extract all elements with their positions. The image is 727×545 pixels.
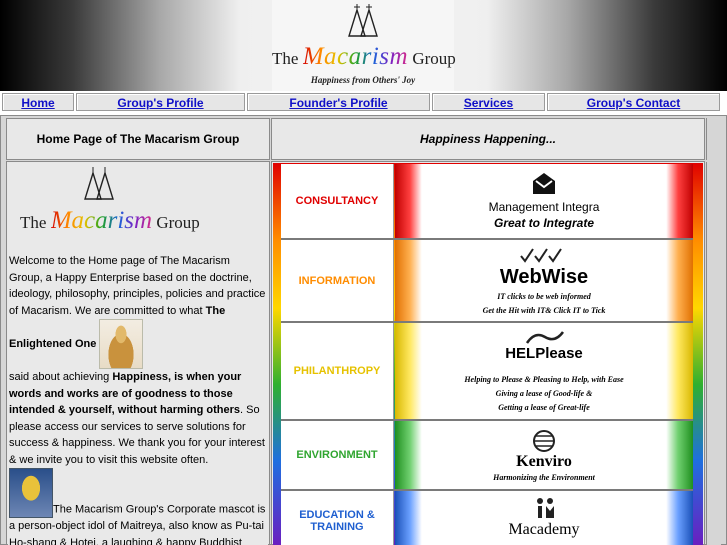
brand-name: WebWise [499, 266, 589, 288]
welcome-logo-text: The Macarism Group [20, 207, 200, 235]
welcome-logo: The Macarism Group [8, 163, 268, 253]
row-divider [281, 321, 693, 323]
globe-icon [533, 430, 555, 452]
service-row-environment[interactable]: ENVIRONMENT Kenviro Harmonizing the Envi… [281, 421, 693, 489]
logo-suffix: Group [412, 49, 456, 68]
scholar-figures-icon [537, 498, 554, 518]
row-divider [281, 489, 693, 491]
brand-name: Management Integra [488, 200, 600, 214]
label-text: ENVIRONMENT [296, 449, 378, 461]
logo-prefix: The [272, 49, 299, 68]
welcome-text: Welcome to the Home page of The Macarism… [8, 253, 268, 545]
logo-suffix: Group [156, 213, 200, 232]
service-banner-philanthropy[interactable]: HELPlease Helping to Please & Pleasing t… [395, 323, 693, 419]
envelope-icon [533, 173, 555, 194]
helping-hand-icon [525, 331, 565, 344]
services-panel: CONSULTANCY Management Integra Great to … [273, 163, 703, 545]
row-divider [281, 238, 693, 240]
service-banner-consultancy[interactable]: Management Integra Great to Integrate [395, 164, 693, 238]
triangles-logo-icon [348, 4, 378, 37]
service-label-information[interactable]: INFORMATION [281, 240, 394, 321]
service-row-consultancy[interactable]: CONSULTANCY Management Integra Great to … [281, 164, 693, 238]
checkmarks-icon [520, 248, 562, 263]
triangles-logo-icon [84, 167, 114, 200]
brand-slogan-3: Getting a lease of Great-life [498, 403, 590, 412]
service-label-philanthropy[interactable]: PHILANTHROPY [281, 323, 394, 419]
service-label-education[interactable]: EDUCATION & TRAINING [281, 491, 394, 545]
brand-slogan: Helping to Please & Pleasing to Help, wi… [464, 375, 624, 384]
service-row-education[interactable]: EDUCATION & TRAINING Macademy [281, 491, 693, 545]
service-row-information[interactable]: INFORMATION WebWise IT clicks to be web … [281, 240, 693, 321]
welcome-panel: The Macarism Group Welcome to the Home p… [8, 163, 268, 545]
logo-prefix: The [20, 213, 47, 232]
quote-intro: said about achieving [9, 371, 110, 383]
service-banner-information[interactable]: WebWise IT clicks to be web informed Get… [395, 240, 693, 321]
service-banner-environment[interactable]: Kenviro Harmonizing the Environment [395, 421, 693, 489]
welcome-paragraph: Welcome to the Home page of The Macarism… [9, 255, 266, 317]
nav-founders-profile[interactable]: Founder's Profile [247, 93, 430, 111]
buddha-image [99, 319, 144, 369]
brand-slogan: Great to Integrate [493, 216, 595, 230]
header-logo[interactable]: The Macarism Group Happiness from Others… [272, 0, 456, 91]
service-row-philanthropy[interactable]: PHILANTHROPY HELPlease Helping to Please… [281, 323, 693, 419]
header-banner: The Macarism Group Happiness from Others… [0, 0, 727, 91]
brand-name: Kenviro [516, 453, 572, 470]
brand-slogan: IT clicks to be web informed [497, 292, 591, 301]
header-tagline: Happiness from Others' Joy [310, 75, 416, 85]
page-title: Home Page of The Macarism Group [36, 132, 240, 146]
enlightened-one-text: The Enlightened One [9, 304, 226, 350]
nav-home[interactable]: Home [2, 93, 74, 111]
happiness-quote: Happiness, is when your words and works … [9, 371, 242, 416]
row-divider [281, 419, 693, 421]
service-banner-education[interactable]: Macademy [395, 491, 693, 545]
service-label-consultancy[interactable]: CONSULTANCY [281, 164, 394, 238]
brand-name: Macademy [508, 521, 580, 538]
nav-groups-contact[interactable]: Group's Contact [547, 93, 720, 111]
brand-slogan: Harmonizing the Environment [493, 473, 595, 482]
title-cell [6, 118, 270, 160]
mascot-paragraph: The Macarism Group's Corporate mascot is… [9, 503, 266, 545]
logo-big-word: Macarism [50, 207, 153, 234]
brand-slogan-2: Get the Hit with IT& Click IT to Tick [482, 306, 606, 315]
label-text: CONSULTANCY [295, 195, 379, 207]
label-text: INFORMATION [298, 274, 376, 287]
service-label-environment[interactable]: ENVIRONMENT [281, 421, 394, 489]
nav-services[interactable]: Services [432, 93, 545, 111]
happening-heading: Happiness Happening... [419, 132, 557, 146]
mascot-image [9, 468, 53, 518]
side-strip-top [706, 118, 721, 160]
logo-big-word: Macarism [302, 43, 409, 70]
brand-slogan-2: Giving a lease of Good-life & [495, 389, 593, 398]
invitation-text: . So please access our services to serve… [9, 404, 265, 466]
main-nav: Home Group's Profile Founder's Profile S… [0, 92, 727, 114]
happening-cell [271, 118, 705, 160]
brand-name: HELPlease [505, 345, 583, 362]
label-text: PHILANTHROPY [293, 365, 381, 377]
header-logo-text: The Macarism Group [272, 43, 456, 71]
label-text: EDUCATION & TRAINING [299, 509, 375, 533]
side-strip [706, 162, 721, 545]
nav-groups-profile[interactable]: Group's Profile [76, 93, 245, 111]
